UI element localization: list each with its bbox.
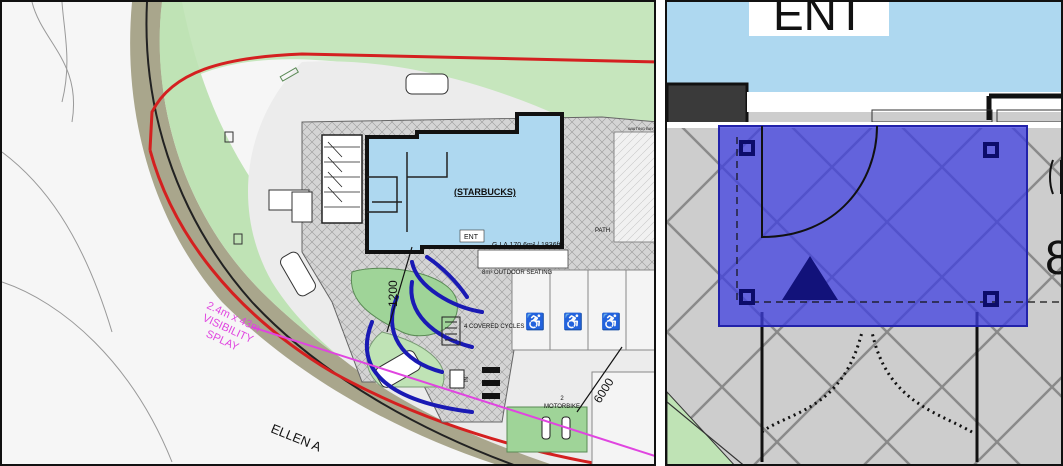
door-frames bbox=[760, 312, 979, 462]
building-footprint bbox=[365, 112, 564, 254]
path-label: PATH bbox=[595, 228, 610, 234]
door-swing-arcs bbox=[761, 331, 973, 434]
building-name: (STARBUCKS) bbox=[454, 187, 516, 197]
crossing-stripes bbox=[482, 367, 500, 399]
partial-fixture bbox=[1049, 159, 1061, 195]
bench bbox=[279, 67, 299, 82]
entrance-detail-drawing: ENT bbox=[667, 2, 1063, 464]
site-boundary bbox=[148, 52, 654, 151]
accessible-bay-icon: ♿ bbox=[563, 312, 583, 331]
outdoor-seating bbox=[477, 249, 569, 269]
wall-corner bbox=[986, 93, 1061, 120]
motorbike-label: MOTORBIKE bbox=[544, 404, 580, 410]
motorbike-count: 2 bbox=[560, 396, 564, 402]
entrance-triangle-icon bbox=[782, 256, 838, 300]
entrance-label-large: ENT bbox=[773, 2, 865, 40]
dimension-1200: 1200 bbox=[386, 280, 400, 307]
visibility-splay-line bbox=[251, 326, 654, 457]
road-outlines bbox=[2, 2, 173, 463]
grass-area-top bbox=[152, 2, 654, 132]
shelving bbox=[324, 141, 360, 208]
landing-dashed-outline bbox=[736, 137, 1061, 303]
entrance-label: ENT bbox=[464, 234, 479, 241]
entrance-label-box bbox=[749, 2, 889, 36]
gia-label: G.I.A 170.6m² / 1836ft² bbox=[492, 242, 563, 249]
grass-corner bbox=[667, 391, 734, 464]
threshold bbox=[747, 92, 1061, 112]
lamp-post bbox=[233, 233, 243, 245]
store-room bbox=[321, 134, 363, 224]
kerb-line bbox=[667, 401, 744, 464]
landing-corner-markers bbox=[739, 140, 999, 307]
outdoor-seating-label: 8m² OUTDOOR SEATING bbox=[482, 270, 553, 276]
parked-cars bbox=[280, 73, 449, 388]
plant-box bbox=[291, 191, 313, 223]
parking-bays: ♿ ♿ ♿ bbox=[511, 131, 654, 464]
internal-walls bbox=[367, 152, 448, 232]
wall-segment bbox=[667, 82, 749, 126]
dimension-line-6000 bbox=[576, 346, 623, 413]
verge-edge bbox=[145, 2, 515, 464]
entrance-detail-panel: ENT bbox=[665, 0, 1063, 466]
in-label: IN bbox=[464, 377, 470, 382]
entrance-door-arc bbox=[761, 125, 878, 239]
accessible-bay-icon: ♿ bbox=[601, 312, 621, 331]
site-plan-drawing: ♿ ♿ ♿ (STARBUCKS) ENT G.I.A 170.6m² / 18… bbox=[2, 2, 654, 464]
entry-sign bbox=[449, 369, 465, 389]
accessible-bay-icon: ♿ bbox=[525, 312, 545, 331]
cycles-label: 4 COVERED CYCLES bbox=[464, 324, 524, 330]
lamp-post bbox=[224, 131, 234, 143]
cycle-stands bbox=[441, 316, 461, 346]
verge bbox=[130, 2, 552, 464]
site-plan-panel: ♿ ♿ ♿ (STARBUCKS) ENT G.I.A 170.6m² / 18… bbox=[0, 0, 656, 466]
dimension-line-1200 bbox=[386, 246, 413, 333]
waiting-bay-label: WAITING BAY bbox=[628, 126, 654, 131]
partial-number: 8 bbox=[1045, 232, 1063, 285]
